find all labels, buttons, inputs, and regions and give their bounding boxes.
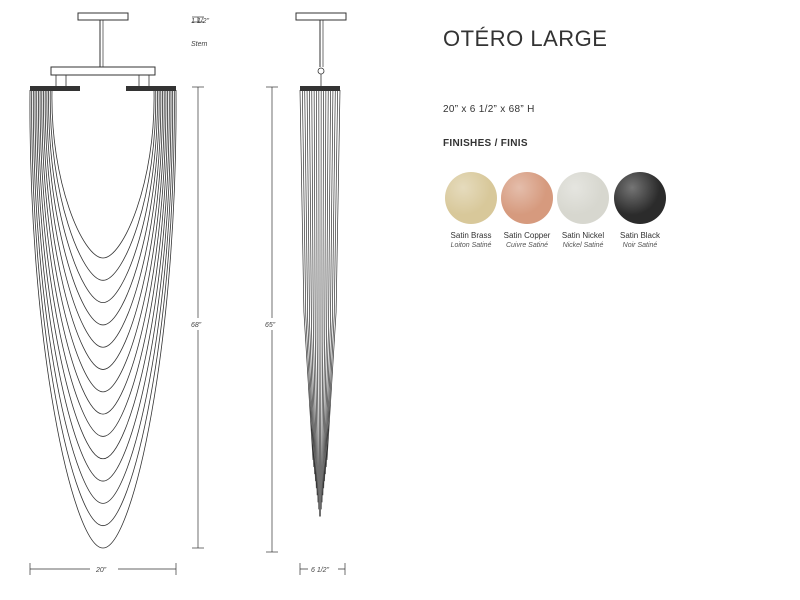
side-canopy — [295, 12, 347, 21]
chain-loop — [39, 89, 167, 415]
finish-name: Satin Nickel — [561, 231, 605, 240]
side-height-label: 65” — [265, 322, 276, 329]
front-height-label: 68” — [191, 322, 202, 329]
finish-label-satin-nickel: Satin Nickel Nickel Satiné — [548, 231, 618, 251]
front-right-top — [126, 86, 176, 91]
finish-name-fr: Cuivre Satiné — [505, 242, 549, 249]
chain-strand — [322, 89, 329, 496]
front-dimension-lines — [29, 16, 208, 575]
chain-loop — [43, 89, 163, 370]
finish-name: Satin Copper — [503, 231, 551, 240]
product-dimensions: 20” x 6 1/2” x 68” H — [443, 104, 535, 115]
chain-loop — [36, 89, 170, 460]
finish-label-satin-black: Satin Black Noir Satiné — [605, 231, 675, 251]
chain-strand — [321, 89, 327, 503]
front-crossbar — [50, 66, 156, 76]
finish-label-satin-copper: Satin Copper Cuivre Satiné — [492, 231, 562, 251]
swatch-satin-brass[interactable] — [445, 172, 497, 224]
front-left-top — [30, 86, 80, 91]
side-dimension-lines — [262, 86, 346, 575]
side-chain-strands — [299, 89, 341, 517]
chain-strand — [302, 89, 315, 468]
chain-strand — [320, 89, 322, 517]
chain-strand — [324, 89, 334, 482]
side-top — [300, 86, 340, 91]
chain-strand — [309, 89, 317, 489]
front-right-mount — [138, 74, 150, 88]
chain-loop — [31, 89, 175, 527]
finish-name-fr: Nickel Satiné — [562, 242, 604, 249]
side-joint — [317, 67, 325, 75]
swatch-satin-nickel[interactable] — [557, 172, 609, 224]
chain-loop — [29, 89, 177, 549]
finishes-heading: FINISHES / FINIS — [443, 138, 528, 149]
front-width-label: 20” — [95, 567, 107, 574]
chain-loop — [41, 89, 165, 393]
chain-strand — [326, 89, 341, 461]
front-canopy — [77, 12, 129, 21]
front-left-mount — [55, 74, 67, 88]
canopy-height-label: 1 1/2” — [191, 18, 210, 25]
chain-strand — [313, 89, 319, 503]
chain-loop — [32, 89, 174, 504]
chain-strand — [323, 89, 331, 489]
chain-strand — [325, 89, 338, 468]
chain-loop — [46, 89, 160, 326]
stem-label: Stem — [191, 41, 208, 48]
chain-strand — [320, 89, 324, 510]
finish-name-fr: Loiton Satiné — [450, 242, 492, 249]
chain-loop — [51, 89, 155, 259]
chain-strand — [325, 89, 336, 475]
chain-strand — [318, 89, 320, 517]
swatch-satin-copper[interactable] — [501, 172, 553, 224]
chain-strand — [304, 89, 315, 475]
product-title: OTÉRO LARGE — [443, 26, 608, 51]
chain-strand — [306, 89, 316, 482]
chain-loop — [38, 89, 168, 437]
finish-name: Satin Black — [619, 231, 661, 240]
side-view — [295, 12, 347, 517]
finish-label-satin-brass: Satin Brass Loiton Satiné — [436, 231, 506, 251]
chain-loop — [48, 89, 158, 304]
chain-strand — [311, 89, 318, 496]
chain-strand — [316, 89, 320, 510]
chain-loop — [49, 89, 157, 281]
chain-loop — [44, 89, 162, 348]
front-view — [29, 12, 177, 549]
finish-name: Satin Brass — [450, 231, 492, 240]
side-width-label: 6 1/2” — [311, 567, 330, 574]
finish-name-fr: Noir Satiné — [622, 242, 658, 249]
chain-loop — [34, 89, 172, 482]
front-chain-loops — [29, 89, 177, 549]
chain-strand — [299, 89, 314, 461]
swatch-satin-black[interactable] — [614, 172, 666, 224]
